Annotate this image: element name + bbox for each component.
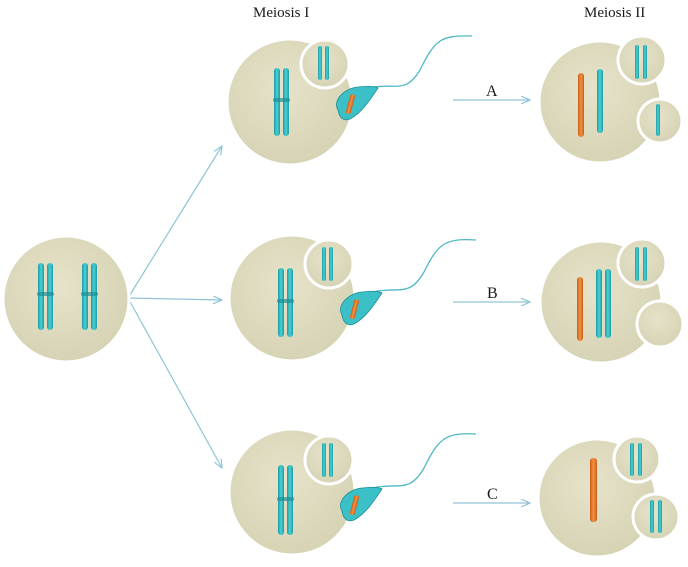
sperm (340, 433, 477, 522)
arrow-label-a: A (486, 83, 498, 100)
orange-chromosome (590, 458, 597, 522)
arrow-label-b: B (487, 285, 498, 302)
chromosome-pair (277, 465, 294, 535)
orange-chromosome (577, 277, 583, 341)
arrow-to-bottom-cell (127, 297, 222, 468)
second-polar-body (631, 492, 681, 542)
parent-cell (1, 234, 131, 364)
meiosis-1-cell-c (227, 427, 477, 557)
chromosome-pair (273, 68, 290, 136)
arrow-label-c: C (487, 486, 498, 503)
meiosis-2-header: Meiosis II (584, 5, 645, 21)
polar-body (616, 237, 668, 289)
arrow-to-middle-cell (127, 298, 222, 300)
sperm (340, 238, 477, 326)
sperm (336, 35, 473, 121)
meiosis-1-header: Meiosis I (253, 5, 309, 21)
polar-body (616, 34, 668, 86)
chromosome-pair (318, 46, 329, 80)
arrow-to-top-cell (127, 146, 222, 299)
meiosis-2-cell-b (538, 237, 685, 365)
polar-body (612, 434, 662, 484)
orange-chromosome (578, 73, 584, 137)
chromosome-pair (37, 263, 54, 330)
meiosis-2-cell-c (536, 434, 681, 559)
branch-arrows (127, 146, 222, 468)
teal-chromosome (597, 69, 603, 133)
teal-chromosome (596, 269, 602, 338)
teal-chromosome (605, 269, 611, 338)
chromosome-pair (277, 268, 294, 337)
meiosis-1-cell-b (227, 233, 477, 363)
chromosome-pair (81, 263, 98, 330)
empty-polar-body (635, 299, 685, 349)
meiosis-2-cell-a (537, 34, 684, 165)
meiosis-1-cell-a (225, 35, 473, 167)
